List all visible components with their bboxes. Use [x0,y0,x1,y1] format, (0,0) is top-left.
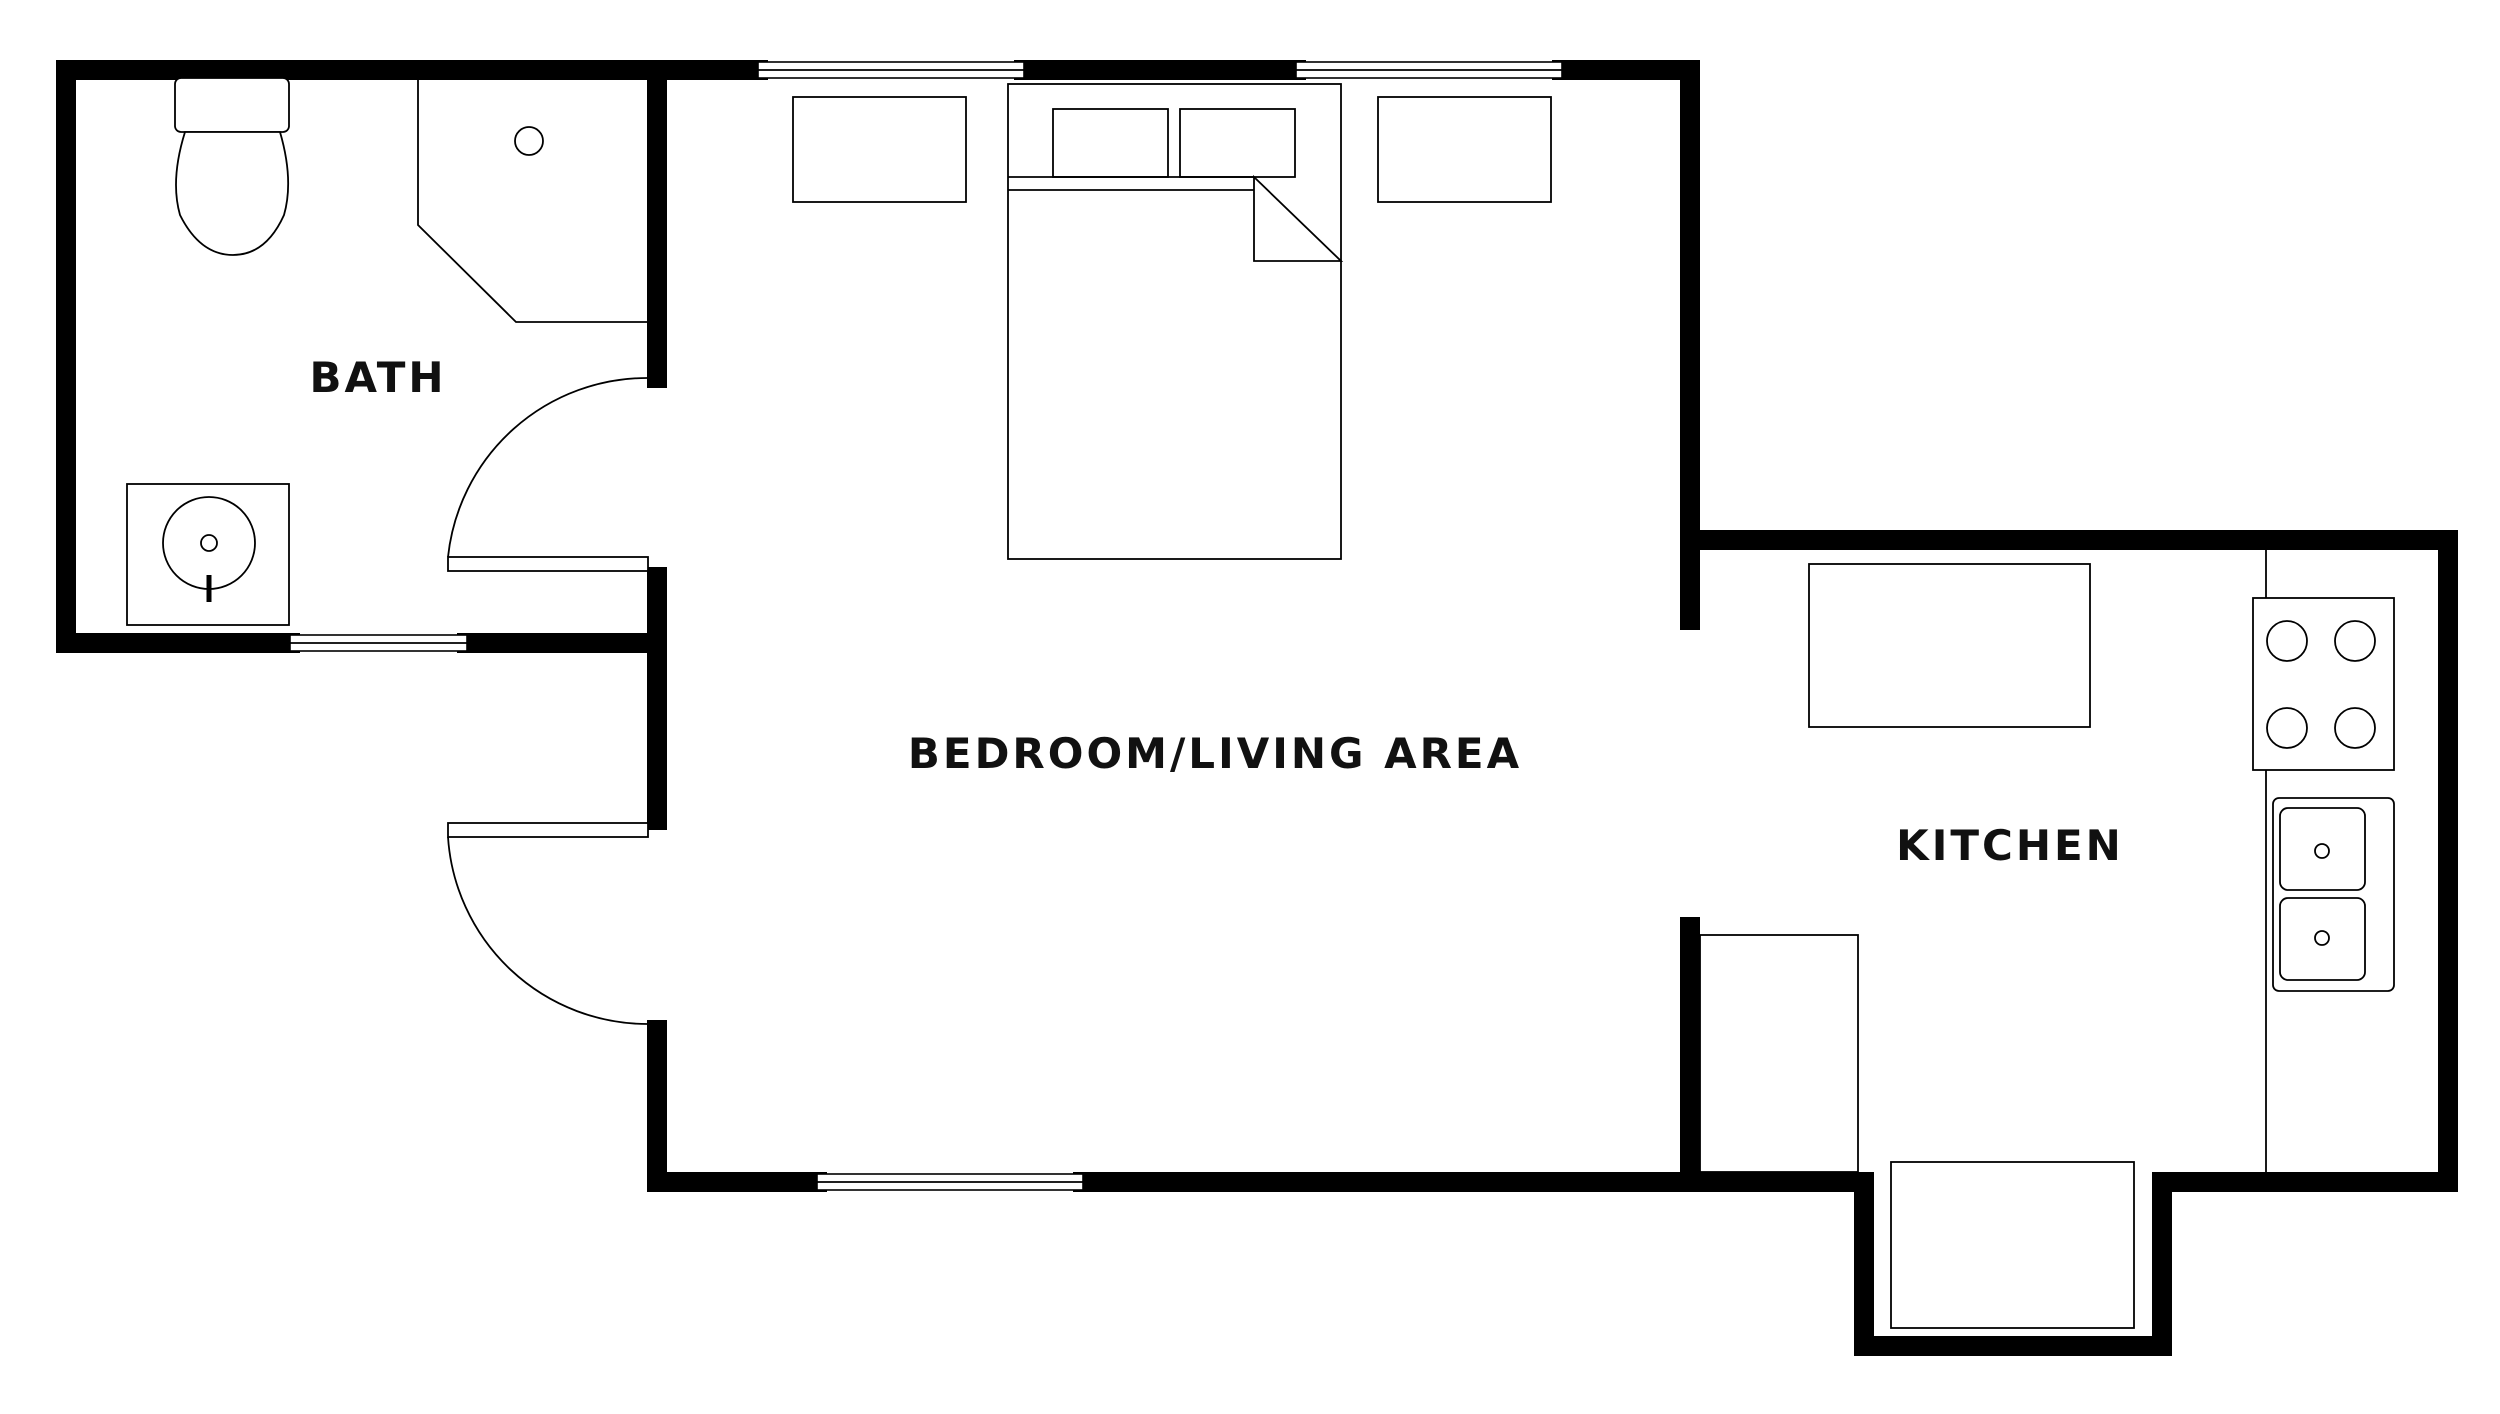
nightstand-right [1377,96,1552,203]
bath-door-leaf [447,556,649,572]
sink-icon [126,483,290,626]
windows [289,61,1563,1191]
kitchen-cabinet [1699,934,1859,1173]
bath-door-swing [447,377,649,558]
kitchen-island [1808,563,2091,728]
double-sink-icon [2272,797,2395,992]
doors [447,377,649,1025]
pillow-left [1052,108,1169,178]
entry-door-swing [447,836,649,1025]
room-label-bath: BATH [309,353,446,402]
bedroom-furniture [792,83,1552,560]
bath-fixtures [126,77,647,626]
toilet-icon [174,77,290,256]
shower-icon [417,78,647,323]
kitchen-fixtures [1699,548,2395,1329]
stove-icon [2252,597,2395,771]
nightstand-left [792,96,967,203]
room-label-bedroom-living: BEDROOM/LIVING AREA [908,729,1522,778]
kitchen-wall-top [1680,530,2458,1356]
bed-icon [1007,83,1344,560]
pillow-right [1179,108,1296,178]
walls [56,60,2458,1356]
entry-door-leaf [447,822,649,838]
bedroom-wall-top-right [1552,60,1700,630]
room-label-kitchen: KITCHEN [1896,821,2124,870]
pantry-unit [1890,1161,2135,1329]
